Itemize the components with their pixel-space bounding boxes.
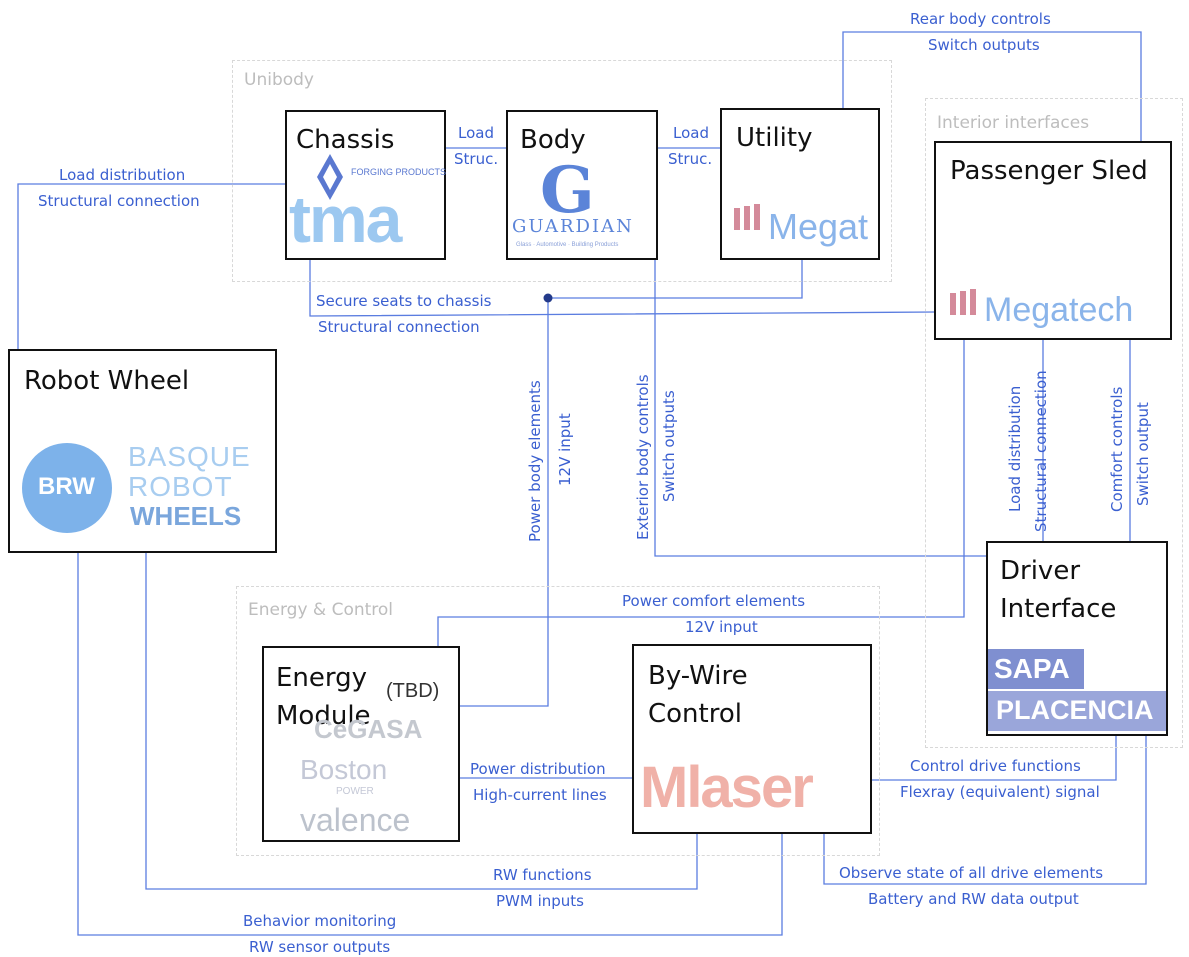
line-exterior [654, 258, 988, 557]
passenger-sled-box[interactable]: Passenger Sled Megatech [934, 141, 1172, 340]
body-title: Body [520, 125, 586, 155]
energy-logo2: Boston [300, 754, 388, 785]
label-secure-1: Secure seats to chassis [316, 292, 492, 310]
label-load-dist-1: Load distribution [59, 166, 186, 184]
robot-wheel-box[interactable]: Robot Wheel BRW BASQUE ROBOT WHEELS [8, 349, 277, 553]
label-comfort-2: Switch output [1134, 402, 1152, 506]
label-rw-func-2: PWM inputs [496, 892, 584, 910]
driver-interface-box[interactable]: Driver Interface SAPA PLACENCIA [986, 541, 1168, 736]
robot-logo-line2: ROBOT [128, 471, 233, 502]
label-load-dist-2: Structural connection [38, 192, 200, 210]
robot-logo-line1: BASQUE [128, 441, 251, 472]
energy-tbd: (TBD) [386, 680, 440, 702]
utility-title: Utility [736, 123, 813, 153]
label-power-dist-2: High-current lines [473, 786, 607, 804]
driver-logo-bg-1 [988, 649, 1084, 689]
label-behavior-1: Behavior monitoring [243, 912, 397, 930]
label-control-drive-1: Control drive functions [910, 757, 1081, 775]
line-observe [823, 735, 1147, 885]
label-exterior-2: Switch outputs [660, 390, 678, 502]
line-rear-body [842, 31, 1142, 142]
line-power-comfort [437, 340, 965, 648]
energy-title-2: Module [276, 701, 371, 731]
utility-logo-main: Megat [768, 206, 869, 247]
group-label-interior: Interior interfaces [937, 113, 1090, 133]
label-rear-1: Rear body controls [910, 10, 1051, 28]
label-power-body-2: 12V input [556, 413, 574, 486]
label-load-struc-2b: Struc. [668, 150, 713, 168]
body-logo-sub: Glass · Automotive · Building Products [516, 242, 619, 248]
megatech-mark-icon-2 [948, 287, 984, 322]
bywire-logo-main: Mlaser [640, 755, 814, 820]
energy-logo2-sub: POWER [336, 786, 374, 797]
label-power-dist-1: Power distribution [470, 760, 606, 778]
label-load-struc-1b: Struc. [454, 150, 499, 168]
line-utility-junction [548, 258, 803, 299]
line-load-dist [17, 183, 287, 350]
group-label-energy: Energy & Control [248, 600, 394, 620]
passenger-title: Passenger Sled [950, 156, 1148, 186]
label-observe-2: Battery and RW data output [868, 890, 1079, 908]
line-secure-seats [309, 258, 936, 317]
driver-title-2: Interface [1000, 594, 1117, 624]
chassis-box[interactable]: Chassis FORGING PRODUCTS tma [285, 110, 446, 260]
body-logo-main: GUARDIAN [512, 216, 634, 237]
label-sled-load-2: Structural connection [1032, 370, 1050, 532]
energy-module-box[interactable]: Energy Module (TBD) CeGASA Boston POWER … [262, 646, 460, 842]
label-sled-load-1: Load distribution [1006, 385, 1024, 512]
group-unibody [232, 60, 892, 282]
label-rw-func-1: RW functions [493, 866, 592, 884]
driver-title-1: Driver [1000, 556, 1081, 586]
body-box[interactable]: Body G GUARDIAN Glass · Automotive · Bui… [506, 110, 658, 260]
line-control-drive [871, 735, 1117, 781]
robot-logo-line3: WHEELS [130, 501, 242, 531]
line-behavior [77, 552, 783, 936]
brw-badge-icon [22, 443, 112, 533]
label-rear-2: Switch outputs [928, 36, 1040, 54]
bywire-title-2: Control [648, 699, 742, 729]
group-energy [236, 586, 880, 856]
group-interior [925, 98, 1183, 748]
group-label-unibody: Unibody [244, 70, 314, 90]
robot-logo-badge: BRW [38, 473, 95, 500]
driver-logo-line2: PLACENCIA [996, 695, 1154, 725]
junction-dot [543, 293, 553, 303]
line-rw-functions [145, 552, 698, 890]
label-power-comfort-2: 12V input [685, 618, 758, 636]
label-control-drive-2: Flexray (equivalent) signal [900, 783, 1100, 801]
label-comfort-1: Comfort controls [1108, 386, 1126, 512]
label-behavior-2: RW sensor outputs [249, 938, 391, 956]
line-power-body [444, 298, 549, 707]
label-power-body-1: Power body elements [526, 380, 544, 542]
label-power-comfort-1: Power comfort elements [622, 592, 806, 610]
energy-logo3: valence [300, 802, 411, 838]
chassis-logo-top: FORGING PRODUCTS [351, 167, 447, 177]
robot-title: Robot Wheel [24, 366, 190, 396]
passenger-logo-main: Megatech [984, 291, 1134, 329]
guardian-g-icon: G [540, 153, 630, 228]
chassis-title: Chassis [296, 125, 395, 155]
chassis-logo-main: tma [289, 182, 402, 256]
label-secure-2: Structural connection [318, 318, 480, 336]
svg-text:G: G [540, 158, 595, 218]
label-exterior-1: Exterior body controls [634, 374, 652, 540]
label-observe-1: Observe state of all drive elements [839, 864, 1104, 882]
driver-logo-line1: SAPA [994, 653, 1070, 684]
driver-logo-bg-2 [988, 691, 1166, 731]
bywire-control-box[interactable]: By-Wire Control Mlaser [632, 644, 872, 834]
label-load-struc-1a: Load [458, 124, 494, 142]
energy-title-1: Energy [276, 663, 368, 693]
tma-diamond-icon [315, 154, 345, 205]
label-load-struc-2a: Load [673, 124, 709, 142]
utility-box[interactable]: Utility Megat [720, 108, 880, 260]
megatech-mark-icon [732, 202, 768, 237]
bywire-title-1: By-Wire [648, 661, 748, 691]
energy-logo1: CeGASA [314, 714, 423, 744]
